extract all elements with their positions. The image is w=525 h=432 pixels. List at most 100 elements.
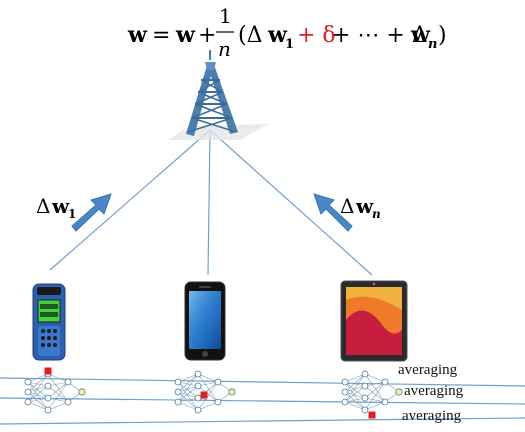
network-edge	[364, 373, 386, 383]
network-edge	[364, 381, 386, 399]
network-node	[395, 388, 403, 396]
network-node	[194, 382, 202, 390]
network-node	[64, 398, 72, 406]
link-left	[49, 129, 211, 271]
network-node	[44, 394, 52, 402]
network-edge	[47, 385, 69, 403]
network-edge	[364, 381, 386, 411]
network-edge	[27, 391, 49, 411]
left-update-delta: Δ	[36, 194, 50, 218]
network-edge	[344, 381, 366, 411]
averaging-label-1: averaging	[398, 362, 458, 378]
network-edge	[47, 381, 69, 399]
network-edge	[177, 373, 199, 383]
network-edge	[177, 381, 199, 411]
network-node	[361, 382, 369, 390]
network-edge	[177, 385, 199, 403]
averaging-lines	[0, 377, 525, 425]
formula-fraction-numerator: 1	[219, 4, 232, 28]
network-edge	[177, 385, 199, 393]
network-edge	[177, 401, 199, 411]
network-node	[214, 378, 222, 386]
network-node	[341, 378, 349, 386]
smartphone-device-icon	[184, 281, 226, 361]
formula-dw1-sub: 1	[285, 37, 294, 52]
network-node	[341, 398, 349, 406]
neural-network-icon	[24, 367, 86, 414]
network-node	[174, 388, 182, 396]
network-node	[381, 378, 389, 386]
formula-lhs: w	[127, 22, 148, 48]
network-edge	[27, 385, 49, 393]
network-edge	[177, 391, 199, 411]
network-node	[78, 388, 86, 396]
network-edge	[344, 401, 366, 411]
upload-arrow-right-icon	[313, 193, 353, 232]
network-node	[44, 406, 52, 414]
right-update-delta: Δ	[340, 194, 354, 218]
network-edge	[177, 381, 199, 399]
network-edge	[27, 373, 49, 393]
perturbation-marker	[200, 391, 208, 399]
formula-dw1-w: w	[267, 22, 288, 48]
formula-dwn-w: w	[410, 22, 431, 48]
network-node	[361, 370, 369, 378]
network-node	[381, 398, 389, 406]
network-node	[24, 398, 32, 406]
right-update-w: w	[355, 194, 374, 218]
tablet-device-icon	[340, 280, 408, 362]
network-edge	[197, 401, 219, 411]
network-node	[194, 406, 202, 414]
network-edge	[27, 373, 49, 383]
network-node	[174, 398, 182, 406]
network-edge	[344, 381, 366, 399]
network-edge	[197, 373, 219, 383]
network-edge	[344, 391, 366, 411]
network-edge	[47, 401, 69, 411]
formula-fraction-denominator: n	[218, 37, 231, 61]
link-center	[207, 129, 211, 276]
network-edge	[177, 391, 199, 399]
network-node	[361, 406, 369, 414]
averaging-label-2: averaging	[404, 383, 464, 399]
network-edge	[364, 373, 386, 403]
link-right	[209, 129, 373, 276]
network-edge	[344, 391, 366, 399]
network-node	[194, 394, 202, 402]
formula-equals: =	[152, 23, 170, 48]
network-edge	[27, 373, 49, 403]
network-edge	[344, 385, 366, 393]
network-node	[44, 382, 52, 390]
network-edge	[27, 381, 49, 399]
left-update-label: Δ w 1	[36, 194, 76, 221]
network-node	[228, 388, 236, 396]
network-node	[341, 388, 349, 396]
network-node	[361, 394, 369, 402]
network-edge	[344, 373, 366, 383]
network-edge	[364, 401, 386, 411]
network-edge	[364, 385, 386, 403]
averaging-line-2	[0, 397, 525, 405]
network-edge	[344, 373, 366, 403]
network-edge	[197, 373, 219, 403]
network-edge	[27, 381, 49, 411]
averaging-label-3: averaging	[402, 408, 462, 424]
averaging-line-1	[0, 377, 525, 387]
right-update-label: Δ w n	[340, 194, 381, 221]
network-edge	[27, 391, 49, 399]
local-models	[24, 367, 403, 419]
network-edge	[177, 373, 199, 403]
left-update-sub: 1	[68, 207, 76, 221]
neural-network-icon	[174, 370, 236, 414]
formula-open-delta: (Δ	[238, 23, 262, 48]
averaging-line-3	[0, 417, 525, 425]
right-update-sub: n	[372, 207, 381, 221]
left-update-w: w	[51, 194, 70, 218]
network-edge	[197, 381, 219, 411]
network-edge	[344, 373, 366, 393]
network-node	[214, 398, 222, 406]
network-edge	[177, 373, 199, 393]
network-edge	[47, 373, 69, 403]
